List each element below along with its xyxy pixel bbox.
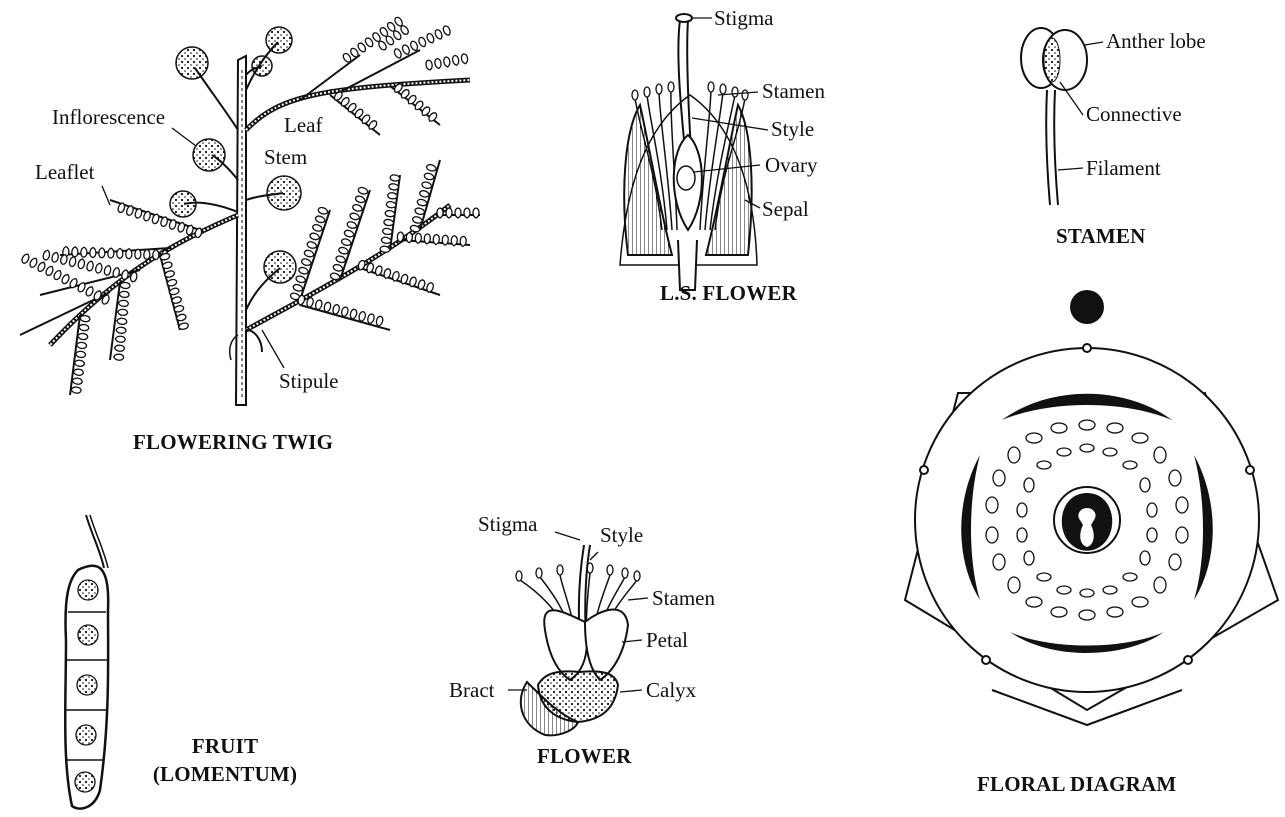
flower-drawing xyxy=(508,532,648,735)
label-stipule: Stipule xyxy=(279,371,339,392)
fruit-drawing xyxy=(65,515,108,809)
title-fruit-lomentum: (LOMENTUM) xyxy=(130,764,320,785)
title-floral-diagram: FLORAL DIAGRAM xyxy=(977,774,1176,795)
label-ls-style: Style xyxy=(771,119,814,140)
label-inflorescence: Inflorescence xyxy=(52,107,165,128)
flowering-twig-drawing xyxy=(20,16,480,405)
label-connective: Connective xyxy=(1086,104,1182,125)
label-leaf: Leaf xyxy=(284,115,322,136)
label-ls-ovary: Ovary xyxy=(765,155,817,176)
label-ls-stigma: Stigma xyxy=(714,8,774,29)
label-flower-style: Style xyxy=(600,525,643,546)
label-anther-lobe: Anther lobe xyxy=(1106,31,1206,52)
label-flower-stigma: Stigma xyxy=(478,514,538,535)
floral-diagram-drawing xyxy=(905,290,1278,725)
label-filament: Filament xyxy=(1086,158,1161,179)
title-fruit: FRUIT xyxy=(130,736,320,757)
label-flower-stamen: Stamen xyxy=(652,588,715,609)
title-flowering-twig: FLOWERING TWIG xyxy=(133,432,333,453)
label-stem: Stem xyxy=(264,147,307,168)
ls-flower-drawing xyxy=(620,14,768,290)
label-ls-sepal: Sepal xyxy=(762,199,809,220)
label-leaflet: Leaflet xyxy=(35,162,94,183)
label-flower-bract: Bract xyxy=(449,680,494,701)
title-stamen: STAMEN xyxy=(1056,226,1146,247)
label-flower-petal: Petal xyxy=(646,630,688,651)
title-ls-flower: L.S. FLOWER xyxy=(660,283,797,304)
label-ls-stamen: Stamen xyxy=(762,81,825,102)
label-flower-calyx: Calyx xyxy=(646,680,696,701)
title-flower: FLOWER xyxy=(537,746,632,767)
